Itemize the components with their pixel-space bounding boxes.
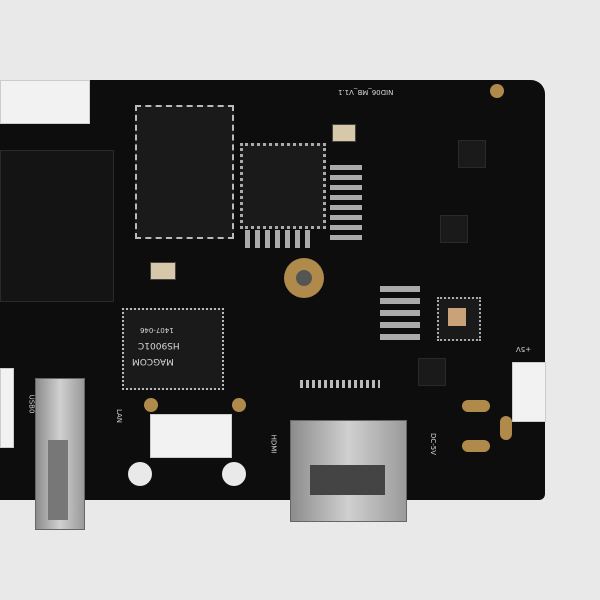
controller-chip (240, 143, 326, 229)
power-label: +5V (516, 345, 532, 353)
smd-components-3 (245, 230, 315, 248)
smd-components (380, 280, 420, 340)
lan-pad-1 (144, 398, 158, 412)
power-ic-pad (448, 308, 466, 326)
flash-chip (135, 105, 234, 239)
board-hole-1 (128, 462, 152, 486)
lan-label: LAN (115, 408, 124, 424)
lan-transformer (122, 308, 224, 390)
board-model-label: NID06_MB_V1.1 (338, 88, 394, 96)
mosfet (440, 215, 468, 243)
usb-label: USB0 (27, 394, 36, 414)
mosfet-3 (418, 358, 446, 386)
mosfet-2 (458, 140, 486, 168)
mounting-hole-small (490, 84, 504, 98)
dc-label: DC-5V (429, 432, 438, 456)
dc-pad-2 (462, 440, 490, 452)
crystal-2 (150, 262, 176, 280)
transformer-code: 1407-046 (140, 326, 174, 334)
lan-pad-2 (232, 398, 246, 412)
crystal (332, 124, 356, 142)
board-hole-2 (222, 462, 246, 486)
dc-pad-1 (462, 400, 490, 412)
hole-center (296, 270, 312, 286)
soc-chip (0, 150, 114, 302)
connector-pins (300, 380, 380, 388)
power-connector[interactable] (512, 362, 546, 422)
usb-tongue (48, 440, 68, 520)
hdmi-socket (310, 465, 385, 495)
smd-components-2 (330, 160, 362, 240)
side-connector (0, 368, 14, 448)
hdmi-label: HDMI (269, 434, 278, 454)
dc-pad-3 (500, 416, 512, 440)
top-connector (0, 80, 90, 124)
lan-connector[interactable] (150, 414, 232, 458)
transformer-part: HS9001C (138, 340, 180, 350)
transformer-brand: MAGCOM (132, 356, 174, 366)
